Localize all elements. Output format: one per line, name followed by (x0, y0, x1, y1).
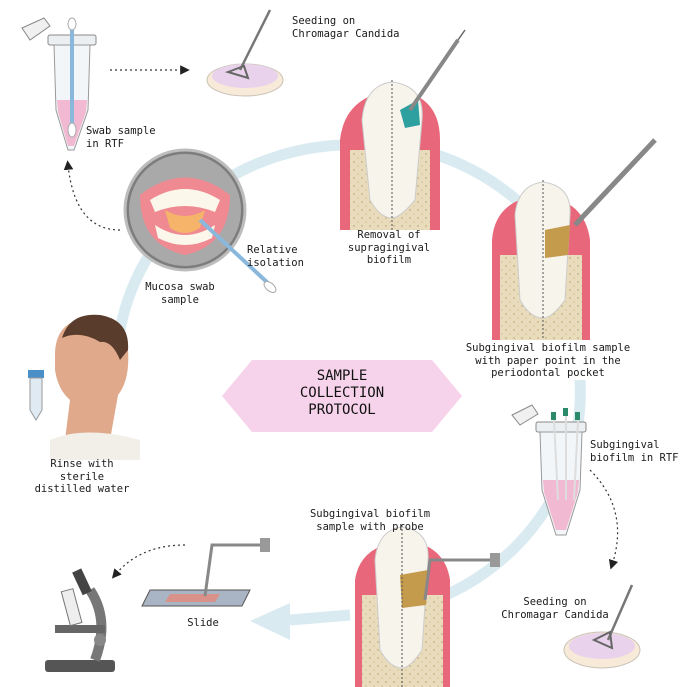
mouth-illustration (123, 148, 277, 293)
swab-tube-top (21, 17, 97, 151)
label-seeding-bottom: Seeding on Chromagar Candida (501, 596, 609, 621)
label-slide: Slide (187, 617, 219, 629)
arrow-to-swab-tube (63, 160, 121, 231)
cycle-arrow-head (250, 603, 290, 640)
label-seeding-top: Seeding on Chromagar Candida (292, 15, 400, 40)
label-swab-rtf: Swab sample in RTF (86, 125, 156, 150)
label-subgingival-paper: Subgingival biofilm sample with paper po… (465, 342, 631, 379)
label-subgingival-probe: Subgingival biofilm sample with probe (309, 508, 431, 533)
label-mucosa-swab: Mucosa swab sample (145, 281, 215, 306)
arrow-to-microscope (111, 544, 186, 579)
microscope-icon (45, 568, 115, 672)
tooth-probe (355, 525, 500, 687)
center-hexagon (222, 360, 462, 432)
arrow-to-seeding-bottom (589, 469, 619, 570)
tooth-paper-point (492, 138, 657, 340)
petri-dish-top (206, 9, 284, 97)
petri-dish-bottom (563, 584, 641, 669)
rtf-tube-right (511, 404, 587, 536)
tooth-supragingival (340, 29, 466, 230)
label-rinse: Rinse with sterile distilled water (34, 458, 130, 495)
label-removal: Removal of supragingival biofilm (347, 229, 431, 266)
label-relative-isolation: Relative isolation (247, 244, 304, 269)
person-head (50, 314, 140, 460)
rinse-tube (28, 370, 44, 421)
center-title: SAMPLE COLLECTION PROTOCOL (299, 368, 385, 418)
glass-slide (141, 538, 270, 607)
label-subgingival-rtf: Subgingival biofilm in RTF (590, 439, 679, 464)
